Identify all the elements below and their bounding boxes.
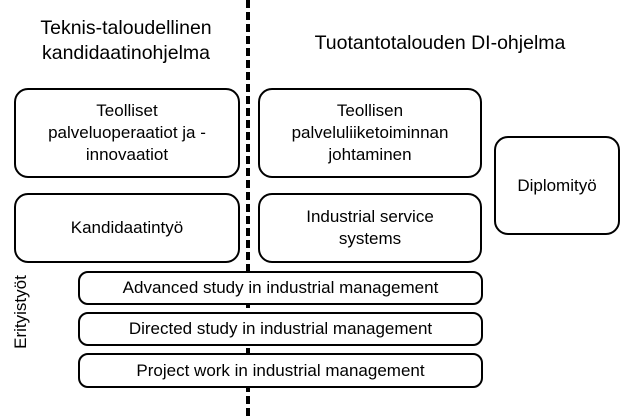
program-divider-dashed-line [246, 0, 250, 416]
program-title-left: Teknis-taloudellinen kandidaatinohjelma [40, 17, 212, 64]
node-kandidaatintyo[interactable]: Kandidaatintyö [14, 193, 240, 263]
program-title-right: Tuotantotalouden DI-ohjelma [314, 32, 566, 54]
node-industrial-service-systems[interactable]: Industrial service systems [258, 193, 482, 263]
node-advanced-study[interactable]: Advanced study in industrial management [78, 271, 483, 305]
node-teolliset-palveluoperaatiot[interactable]: Teolliset palveluoperaatiot ja - innovaa… [14, 88, 240, 178]
side-label-erityistyot: Erityistyöt [11, 275, 30, 349]
node-diplomityo[interactable]: Diplomityö [494, 136, 620, 235]
node-directed-study[interactable]: Directed study in industrial management [78, 312, 483, 346]
node-project-work[interactable]: Project work in industrial management [78, 353, 483, 388]
node-teollisen-palveluliiketoiminnan-johtaminen[interactable]: Teollisen palveluliiketoiminnan johtamin… [258, 88, 482, 178]
